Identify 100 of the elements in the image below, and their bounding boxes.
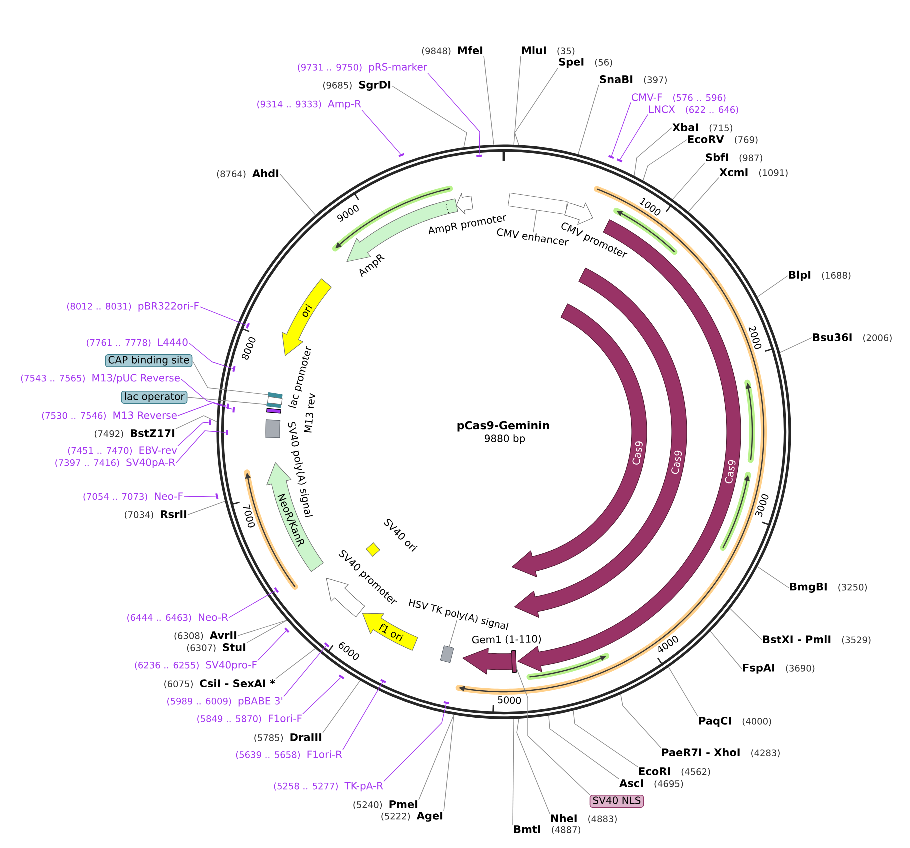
leader-line xyxy=(533,210,538,233)
enzyme-label: EcoRV (769) xyxy=(688,136,758,144)
tick-label: 8000 xyxy=(242,337,256,360)
primer-mark xyxy=(226,404,230,410)
primer-mark xyxy=(246,323,250,329)
leader-line xyxy=(672,162,706,200)
primer-label: (7543 .. 7565) M13/pUC Reverse xyxy=(21,374,180,384)
leader-line xyxy=(384,704,447,782)
leader-line xyxy=(634,128,672,176)
enzyme-label: MluI (35) xyxy=(522,46,575,56)
leader-line xyxy=(178,402,234,416)
leader-line xyxy=(238,620,288,636)
enzyme-label: PaeR7I - XhoI (4283) xyxy=(662,748,780,758)
leader-line xyxy=(668,666,698,717)
leader-line xyxy=(573,710,638,768)
leader-line xyxy=(514,56,522,146)
primer-mark xyxy=(444,701,450,705)
enzyme-label: NheI (4883) xyxy=(551,814,617,824)
primer-mark xyxy=(616,158,623,163)
feature-tag: CAP binding site xyxy=(105,354,193,368)
enzyme-label: BmtI (4887) xyxy=(514,826,581,834)
leader-line xyxy=(444,714,454,812)
leader-line xyxy=(180,378,228,407)
leader-line xyxy=(192,360,268,396)
leader-line xyxy=(514,68,558,146)
leader-line xyxy=(780,338,812,354)
primer-mark xyxy=(209,420,212,426)
leader-line xyxy=(280,174,316,216)
tick-label: 7000 xyxy=(243,504,256,528)
enzyme-label: (7034) RsrII xyxy=(125,510,187,520)
enzyme-label: XcmI (1091) xyxy=(720,168,788,178)
leader-line xyxy=(757,566,790,588)
leader-line xyxy=(178,422,210,447)
leader-line xyxy=(578,84,600,155)
primer-label: (6236 .. 6255) SV40pro-F xyxy=(135,661,257,671)
enzyme-label: (9848) MfeI xyxy=(422,46,483,56)
leader-line xyxy=(258,630,287,662)
enzyme-label: (9685) SgrDI xyxy=(323,80,391,91)
leader-line xyxy=(449,620,458,648)
primer-mark xyxy=(216,493,219,500)
primer-label: (7530 .. 7546) M13 Reverse xyxy=(42,412,177,420)
feature-box xyxy=(268,392,283,400)
leader-line xyxy=(284,646,327,698)
leader-line xyxy=(322,680,361,734)
primer-label: (9731 .. 9750) pRS-marker xyxy=(298,63,428,73)
feature-box xyxy=(440,646,454,664)
enzyme-label: BstXI - PmlI (3529) xyxy=(763,635,871,645)
primer-mark xyxy=(380,679,386,684)
enzyme-label: EcoRI (4562) xyxy=(639,768,710,776)
primer-label: (8012 .. 8031) pBR322ori-F xyxy=(67,302,199,312)
leader-line xyxy=(710,631,742,670)
primer-mark xyxy=(324,642,330,648)
leader-line xyxy=(188,501,226,516)
leader-line xyxy=(362,110,402,155)
primer-mark xyxy=(398,153,405,158)
leader-line xyxy=(200,306,248,326)
enzyme-label: AscI (4695) xyxy=(620,780,684,788)
leader-line xyxy=(228,590,276,618)
enzyme-label: (7492) BstZ17I xyxy=(94,430,175,438)
enzyme-label: (5222) AgeI xyxy=(382,812,443,822)
leader-line xyxy=(392,86,468,148)
primer-label: (5849 .. 5870) F1ori-F xyxy=(198,714,302,724)
feature-box xyxy=(512,650,517,674)
tick-label: 3000 xyxy=(755,494,769,518)
primer-mark xyxy=(338,674,345,680)
enzyme-label: SbfI (987) xyxy=(706,153,762,163)
leader-line xyxy=(188,342,234,370)
primer-label: (7054 .. 7073) Neo-F xyxy=(84,492,183,502)
leader-line xyxy=(428,72,480,156)
primer-mark xyxy=(232,407,236,413)
primer-label: (5258 .. 5277) TK-pA-R xyxy=(274,782,384,792)
enzyme-label: FspAI (3690) xyxy=(743,664,815,674)
primer-mark xyxy=(284,628,290,634)
leader-line xyxy=(730,608,762,640)
leader-line xyxy=(642,140,688,182)
leader-line xyxy=(688,178,720,212)
enzyme-label: SpeI (56) xyxy=(559,58,612,68)
leader-line xyxy=(620,694,662,748)
enzyme-label: BlpI (1688) xyxy=(789,270,851,282)
primer-mark xyxy=(274,587,280,594)
enzyme-label: (6308) AvrII xyxy=(174,632,237,640)
primer-mark xyxy=(226,430,228,436)
primer-label: LNCX (622 .. 646) xyxy=(650,106,738,114)
enzyme-label: SnaBI (397) xyxy=(600,76,667,84)
primer-label: (7451 .. 7470) EBV-rev xyxy=(68,446,178,456)
enzyme-label: PaqCI (4000) xyxy=(699,717,772,727)
primer-mark xyxy=(608,155,614,160)
leader-line xyxy=(611,102,632,156)
primer-label: CMV-F (576 .. 596) xyxy=(632,94,726,102)
enzyme-label: (5785) DraIII xyxy=(254,734,322,742)
primer-label: (9314 .. 9333) Amp-R xyxy=(258,100,362,110)
leader-line xyxy=(302,678,342,714)
feature-block: f1 ori xyxy=(362,613,418,651)
primer-mark xyxy=(476,154,482,158)
enzyme-label: (6075) CsiI - SexAI * xyxy=(164,679,276,689)
primer-mark xyxy=(232,366,236,372)
feature-box xyxy=(508,192,568,215)
leader-line xyxy=(620,114,648,160)
leader-line xyxy=(184,496,216,498)
leader-line xyxy=(176,416,218,430)
